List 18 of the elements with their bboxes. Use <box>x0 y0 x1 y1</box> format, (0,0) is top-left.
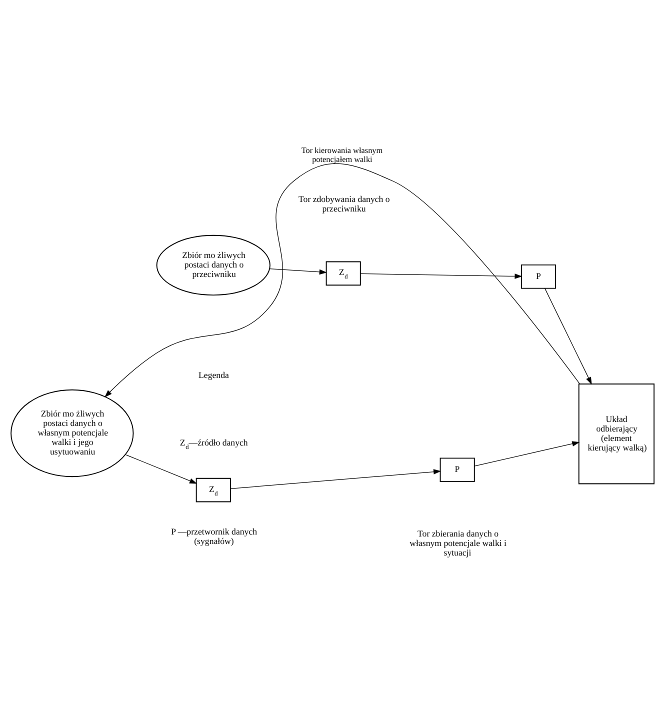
arrow <box>544 288 592 385</box>
arrow <box>230 469 442 489</box>
label: P —przetwornik danych (sygnałów) <box>171 526 258 546</box>
node-box: Z$_{d}$ <box>196 478 231 502</box>
node-ellipse: Zbiór mo żliwych postaci danych o przeciwniku <box>156 234 270 296</box>
arrow <box>269 268 327 275</box>
node-box: Układ odbierający (element kierujący walką) <box>578 384 655 484</box>
arrow <box>474 441 580 466</box>
arrow <box>360 273 522 279</box>
arrow <box>104 163 580 398</box>
label: Z$_{d}$—źródło danych <box>180 438 248 452</box>
label: Tor zbierania danych o własnym potencjale walki i sytuacji <box>410 528 506 558</box>
node-box: P <box>440 458 475 482</box>
arrow <box>125 454 198 484</box>
label: Tor zdobywania danych o przeciwniku <box>298 194 390 214</box>
node-box: Z$_{d}$ <box>326 261 361 286</box>
node-box: P <box>520 264 556 289</box>
label: Legenda <box>198 370 229 380</box>
